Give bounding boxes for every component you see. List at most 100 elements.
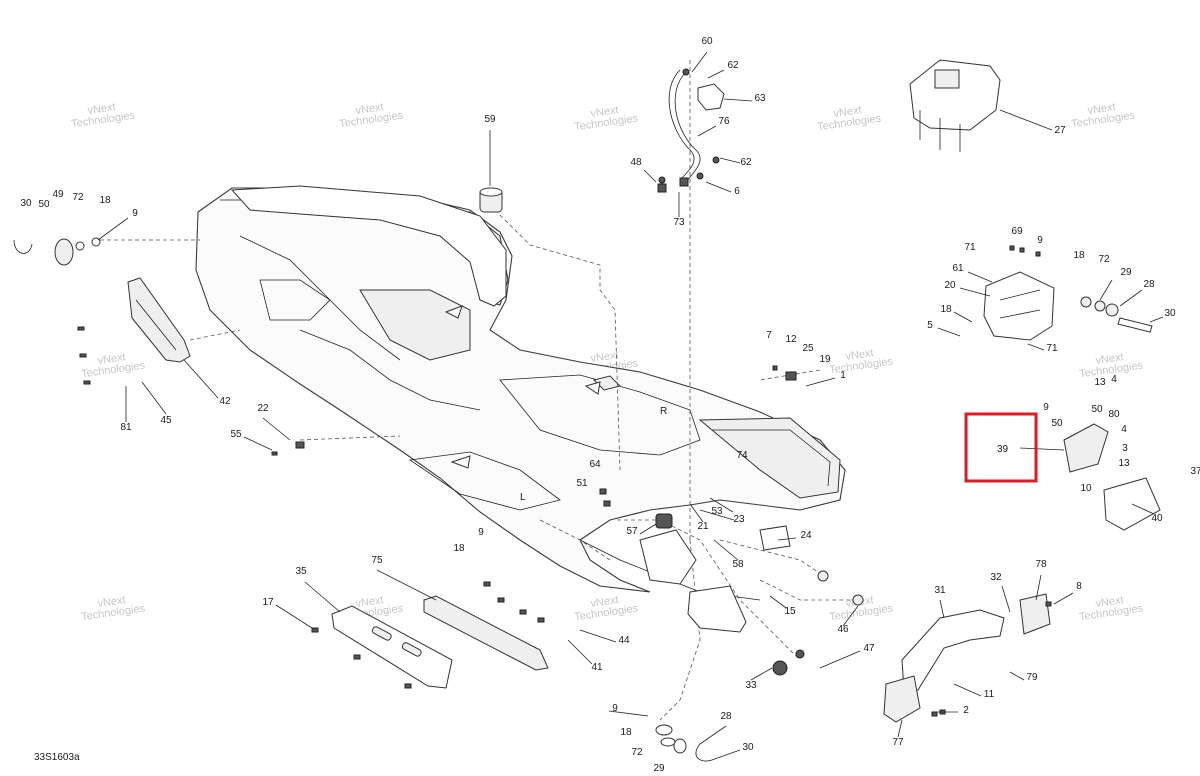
cover-plate-35 — [331, 605, 453, 689]
callout-73: 73 — [673, 217, 685, 228]
callout-2: 2 — [963, 705, 969, 716]
watermark-line: vNext — [1095, 594, 1125, 610]
callout-40: 40 — [1151, 513, 1163, 524]
callout-11: 11 — [984, 689, 995, 700]
callout-9: 9 — [132, 208, 138, 219]
callout-9: 9 — [612, 703, 618, 714]
watermark-line: vNext — [590, 349, 620, 365]
callout-7: 7 — [766, 330, 772, 341]
callout-24: 24 — [800, 530, 812, 541]
callout-71: 71 — [1046, 343, 1058, 354]
watermark-line: vNext — [97, 594, 127, 610]
svg-text:L: L — [520, 492, 526, 503]
fastener-hardware — [77, 177, 1052, 717]
callout-64: 64 — [589, 459, 601, 470]
watermark-line: vNext — [97, 351, 127, 367]
watermark-line: vNext — [833, 104, 863, 120]
callout-61: 61 — [952, 263, 964, 274]
callout-5: 5 — [927, 320, 933, 331]
callout-72: 72 — [72, 192, 84, 203]
callout-29: 29 — [1120, 267, 1132, 278]
callout-17: 17 — [262, 597, 274, 608]
callout-35: 35 — [295, 566, 307, 577]
callout-3: 3 — [1122, 443, 1128, 454]
callout-77: 77 — [892, 737, 904, 748]
callout-74: 74 — [736, 450, 748, 461]
callout-25: 25 — [802, 343, 814, 354]
watermark-line: vNext — [1087, 101, 1117, 117]
watermark-line: vNext — [845, 347, 875, 363]
highlight-box: 39 — [964, 412, 1038, 483]
callout-50: 50 — [1051, 418, 1063, 429]
callout-23: 23 — [733, 514, 745, 525]
callout-30: 30 — [742, 742, 754, 753]
part-27-bracket — [909, 59, 1001, 152]
callout-50: 50 — [1091, 404, 1103, 415]
callout-80: 80 — [1108, 409, 1120, 420]
callout-4: 4 — [1111, 374, 1117, 385]
lower-brackets — [639, 513, 864, 676]
callout-50: 50 — [38, 199, 50, 210]
callout-18: 18 — [940, 304, 952, 315]
callout-30: 30 — [20, 198, 32, 209]
callout-55: 55 — [230, 429, 242, 440]
callout-48: 48 — [630, 157, 642, 168]
grab-handle-31 — [883, 593, 1051, 723]
callout-51: 51 — [576, 478, 588, 489]
seat-cushion — [230, 185, 507, 307]
callout-28: 28 — [1143, 279, 1155, 290]
callout-57: 57 — [626, 526, 638, 537]
callout-63: 63 — [754, 93, 766, 104]
part-59-bushing — [479, 187, 503, 213]
callout-20: 20 — [944, 280, 956, 291]
callout-1: 1 — [840, 370, 846, 381]
callout-71: 71 — [964, 242, 976, 253]
callout-4: 4 — [1121, 424, 1127, 435]
watermark-line: vNext — [1095, 351, 1125, 367]
callout-53: 53 — [711, 506, 723, 517]
callout-18: 18 — [620, 727, 632, 738]
watermark-line: vNext — [87, 101, 117, 117]
callout-76: 76 — [718, 116, 730, 127]
callout-21: 21 — [697, 521, 709, 532]
callout-6: 6 — [734, 186, 740, 197]
watermark-line: vNext — [590, 594, 620, 610]
callout-33: 33 — [745, 680, 757, 691]
callout-46: 46 — [837, 624, 849, 635]
callout-59: 59 — [484, 114, 496, 125]
callout-28: 28 — [720, 711, 732, 722]
callout-47: 47 — [863, 643, 875, 654]
bottom-small-parts — [655, 724, 713, 762]
callout-41: 41 — [591, 662, 603, 673]
callout-13: 13 — [1094, 377, 1106, 388]
callout-37: 37 — [1190, 466, 1200, 477]
rub-rail-left — [127, 277, 191, 363]
callout-18: 18 — [1073, 250, 1085, 261]
hose-assembly — [658, 68, 725, 184]
watermark-line: vNext — [355, 101, 385, 117]
watermark-line: vNext — [590, 104, 620, 120]
callout-19: 19 — [819, 354, 831, 365]
callout-18: 18 — [99, 195, 111, 206]
callout-8: 8 — [1076, 581, 1082, 592]
left-small-parts — [13, 237, 101, 266]
callout-18: 18 — [453, 543, 465, 554]
callout-44: 44 — [618, 635, 630, 646]
callout-62: 62 — [740, 157, 752, 168]
rail-75 — [423, 595, 549, 671]
svg-text:R: R — [660, 406, 667, 417]
callout-72: 72 — [631, 747, 643, 758]
callout-81: 81 — [120, 422, 132, 433]
part-39-plate — [1063, 423, 1161, 531]
callout-22: 22 — [257, 403, 269, 414]
hull-body: R L — [195, 187, 846, 601]
callout-75: 75 — [371, 555, 383, 566]
callout-72: 72 — [1098, 254, 1110, 265]
